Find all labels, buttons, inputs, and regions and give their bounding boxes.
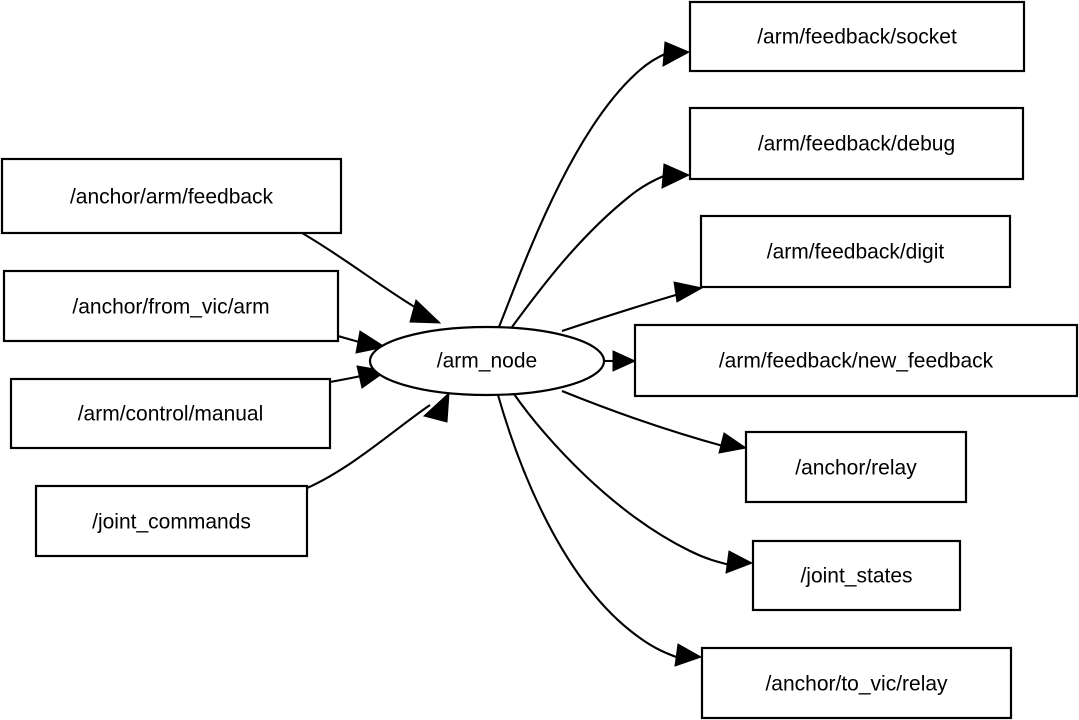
topic-box-arm-feedback-debug[interactable]: /arm/feedback/debug: [688, 106, 1025, 181]
topic-box-arm-feedback-new-feedback[interactable]: /arm/feedback/new_feedback: [633, 323, 1079, 398]
topic-label: /arm/feedback/debug: [758, 133, 955, 156]
published-topics-layer: /arm/feedback/socket /arm/feedback/debug…: [633, 0, 1079, 720]
subscribed-topics-layer: /anchor/arm/feedback /anchor/from_vic/ar…: [0, 157, 343, 558]
topic-label: /anchor/relay: [795, 457, 917, 480]
topic-label: /anchor/to_vic/relay: [765, 673, 948, 696]
topic-box-joint-states[interactable]: /joint_states: [751, 539, 962, 612]
topic-label: /arm/feedback/socket: [757, 26, 957, 49]
topic-label: /anchor/arm/feedback: [70, 186, 274, 209]
topic-box-anchor-from-vic-arm[interactable]: /anchor/from_vic/arm: [2, 269, 340, 343]
topic-box-joint-commands[interactable]: /joint_commands: [34, 484, 309, 558]
edge-arm-node-to-arm-feedback-debug: [511, 163, 691, 328]
topic-label: /arm/feedback/new_feedback: [719, 350, 994, 373]
edge-arm-node-to-arm-feedback-new-feedback: [604, 350, 637, 372]
topic-box-anchor-to-vic-relay[interactable]: /anchor/to_vic/relay: [700, 646, 1013, 720]
topic-label: /arm/feedback/digit: [767, 241, 945, 264]
edge-arm-node-to-anchor-to-vic-relay: [496, 394, 703, 667]
node-arm-node[interactable]: /arm_node: [368, 325, 606, 397]
topic-box-arm-feedback-socket[interactable]: /arm/feedback/socket: [688, 0, 1026, 73]
node-label: /arm_node: [437, 350, 537, 373]
topic-box-arm-feedback-digit[interactable]: /arm/feedback/digit: [699, 214, 1012, 289]
edge-arm-node-to-arm-feedback-socket: [498, 41, 691, 328]
topic-label: /anchor/from_vic/arm: [72, 296, 269, 319]
topic-box-arm-control-manual[interactable]: /arm/control/manual: [9, 377, 332, 450]
topic-label: /arm/control/manual: [78, 403, 264, 426]
topic-label: /joint_commands: [92, 511, 251, 534]
edge-arm-node-to-joint-states: [513, 393, 754, 574]
topic-label: /joint_states: [800, 565, 912, 588]
edge-arm-node-to-anchor-relay: [561, 390, 748, 454]
topic-box-anchor-relay[interactable]: /anchor/relay: [744, 430, 968, 504]
topic-box-anchor-arm-feedback[interactable]: /anchor/arm/feedback: [0, 157, 343, 235]
edges-layer: [301, 41, 754, 667]
edge-anchor-arm-feedback-to-arm-node: [301, 232, 442, 324]
edge-joint-commands-to-arm-node: [306, 391, 450, 489]
edge-arm-node-to-arm-feedback-digit: [561, 281, 704, 332]
